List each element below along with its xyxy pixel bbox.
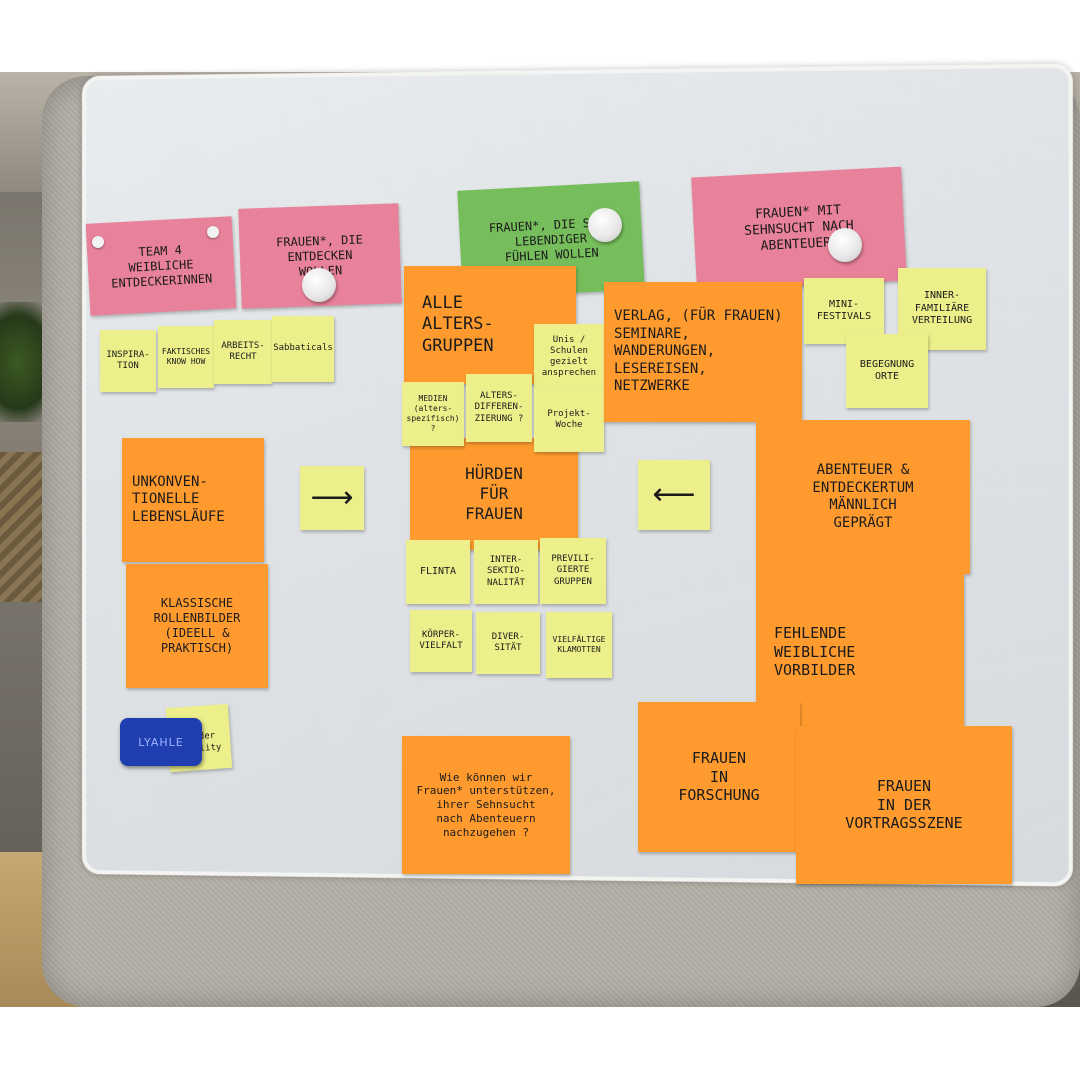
note-verlag: VERLAG, (FÜR FRAUEN) SEMINARE, WANDERUNG… <box>604 282 802 422</box>
pin-icon <box>207 226 219 238</box>
note-sabbaticals: Sabbaticals <box>272 316 334 382</box>
magnet-icon <box>302 268 336 302</box>
note-huerden: HÜRDEN FÜR FRAUEN <box>410 438 578 550</box>
note-begegnungsorte: BEGEGNUNG ORTE <box>846 334 928 408</box>
note-sehnsucht: FRAUEN* MIT SEHNSUCHT NACH ABENTEUERN <box>691 167 907 292</box>
note-faktisches: FAKTISCHES KNOW HOW <box>158 326 214 388</box>
note-unis: Unis / Schulen gezielt ansprechen <box>534 324 604 390</box>
note-unkonventionelle: UNKONVEN- TIONELLE LEBENSLÄUFE <box>122 438 264 562</box>
board-eraser: LYAHLE <box>120 718 202 766</box>
note-koerpervielfalt: KÖRPER- VIELFALT <box>410 610 472 672</box>
note-klamotten: VIELFÄLTIGE KLAMOTTEN <box>546 612 612 678</box>
note-abenteuer: ABENTEUER & ENTDECKERTUM MÄNNLICH GEPRÄG… <box>756 420 970 574</box>
note-forschung: FRAUEN IN FORSCHUNG <box>638 702 800 852</box>
note-projektwoche: Projekt- Woche <box>534 388 604 452</box>
arrow-right-icon: ⟶ <box>300 466 364 530</box>
magnet-icon <box>588 208 622 242</box>
note-altersdifferenzierung: ALTERS- DIFFEREN- ZIERUNG ? <box>466 374 532 442</box>
note-frage: Wie können wir Frauen* unterstützen, ihr… <box>402 736 570 874</box>
note-flinta: FLINTA <box>406 540 470 604</box>
note-medien: MEDIEN (alters- spezifisch) ? <box>402 382 464 446</box>
pin-icon <box>92 236 104 248</box>
note-previligierte: PREVILI- GIERTE GRUPPEN <box>540 538 606 604</box>
note-arbeitsrecht: ARBEITS- RECHT <box>214 320 272 384</box>
note-klassische: KLASSISCHE ROLLENBILDER (IDEELL & PRAKTI… <box>126 564 268 688</box>
note-intersektionalitaet: INTER- SEKTIO- NALITÄT <box>474 540 538 604</box>
note-vortragsszene: FRAUEN IN DER VORTRAGSSZENE <box>796 726 1012 884</box>
magnet-icon <box>828 228 862 262</box>
note-diversitaet: DIVER- SITÄT <box>476 612 540 674</box>
note-inspiration: INSPIRA- TION <box>100 330 156 392</box>
arrow-left-icon: ⟵ <box>638 460 710 530</box>
